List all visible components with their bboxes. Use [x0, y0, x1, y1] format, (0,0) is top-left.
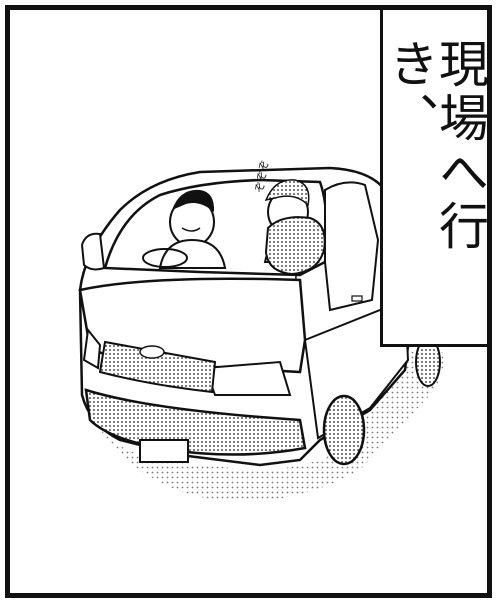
right-mirror [264, 216, 326, 276]
caption-text: 現場へ行き、 [381, 38, 489, 254]
caption-box: 現場へ行き、 [380, 5, 492, 347]
sfx-text: ぞぞぞ [253, 159, 272, 194]
steering-wheel [142, 248, 188, 268]
ground-shadow [95, 345, 444, 502]
front-bumper [84, 388, 307, 456]
license-plate [139, 439, 189, 463]
driver-figure [158, 189, 227, 269]
right-headlight [203, 360, 292, 396]
door-handle [351, 295, 363, 302]
brand-emblem [139, 345, 165, 359]
front-right-wheel [322, 394, 366, 466]
left-headlight [82, 327, 102, 370]
left-mirror [80, 232, 106, 271]
